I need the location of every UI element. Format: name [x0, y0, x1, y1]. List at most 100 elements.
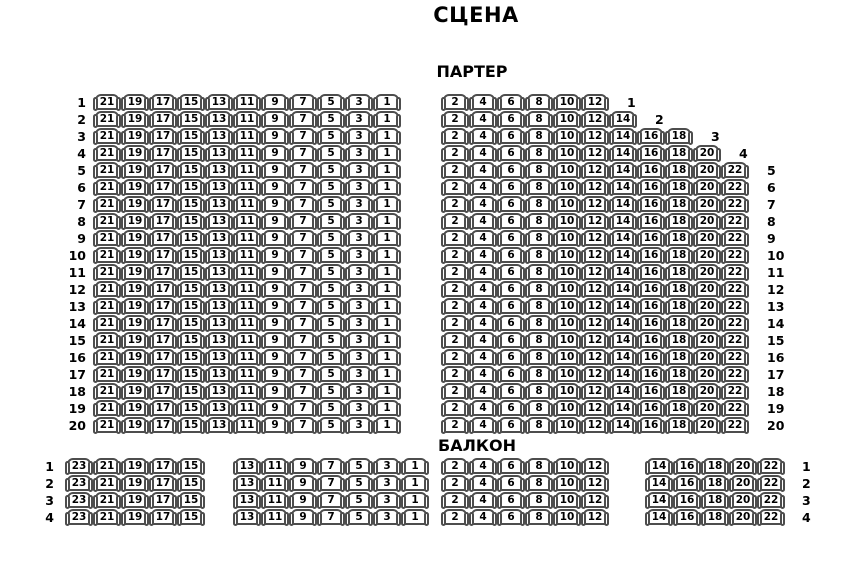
seat[interactable]: 2 — [441, 417, 469, 434]
seat[interactable]: 10 — [553, 264, 581, 281]
seat[interactable]: 8 — [525, 400, 553, 417]
seat[interactable]: 17 — [149, 264, 177, 281]
seat[interactable]: 17 — [149, 145, 177, 162]
seat[interactable]: 17 — [149, 196, 177, 213]
seat[interactable]: 4 — [469, 417, 497, 434]
seat[interactable]: 7 — [289, 179, 317, 196]
seat[interactable]: 21 — [93, 230, 121, 247]
seat[interactable]: 6 — [497, 264, 525, 281]
seat[interactable]: 2 — [441, 111, 469, 128]
seat[interactable]: 10 — [553, 366, 581, 383]
seat[interactable]: 4 — [469, 400, 497, 417]
seat[interactable]: 1 — [373, 366, 401, 383]
seat[interactable]: 17 — [149, 94, 177, 111]
seat[interactable]: 16 — [637, 128, 665, 145]
seat[interactable]: 17 — [149, 383, 177, 400]
seat[interactable]: 5 — [317, 417, 345, 434]
seat[interactable]: 19 — [121, 315, 149, 332]
seat[interactable]: 23 — [65, 458, 93, 475]
seat[interactable]: 10 — [553, 145, 581, 162]
seat[interactable]: 5 — [317, 400, 345, 417]
seat[interactable]: 1 — [401, 458, 429, 475]
seat[interactable]: 13 — [205, 247, 233, 264]
seat[interactable]: 12 — [581, 145, 609, 162]
seat[interactable]: 13 — [205, 298, 233, 315]
seat[interactable]: 4 — [469, 264, 497, 281]
seat[interactable]: 3 — [373, 475, 401, 492]
seat[interactable]: 2 — [441, 128, 469, 145]
seat[interactable]: 13 — [205, 281, 233, 298]
seat[interactable]: 5 — [317, 349, 345, 366]
seat[interactable]: 2 — [441, 264, 469, 281]
seat[interactable]: 16 — [673, 458, 701, 475]
seat[interactable]: 21 — [93, 315, 121, 332]
seat[interactable]: 22 — [721, 332, 749, 349]
seat[interactable]: 4 — [469, 111, 497, 128]
seat[interactable]: 10 — [553, 417, 581, 434]
seat[interactable]: 1 — [373, 196, 401, 213]
seat[interactable]: 8 — [525, 315, 553, 332]
seat[interactable]: 15 — [177, 417, 205, 434]
seat[interactable]: 4 — [469, 458, 497, 475]
seat[interactable]: 17 — [149, 179, 177, 196]
seat[interactable]: 4 — [469, 475, 497, 492]
seat[interactable]: 8 — [525, 162, 553, 179]
seat[interactable]: 12 — [581, 458, 609, 475]
seat[interactable]: 2 — [441, 230, 469, 247]
seat[interactable]: 3 — [345, 332, 373, 349]
seat[interactable]: 17 — [149, 366, 177, 383]
seat[interactable]: 9 — [289, 509, 317, 526]
seat[interactable]: 10 — [553, 332, 581, 349]
seat[interactable]: 5 — [345, 492, 373, 509]
seat[interactable]: 4 — [469, 213, 497, 230]
seat[interactable]: 4 — [469, 383, 497, 400]
seat[interactable]: 7 — [289, 196, 317, 213]
seat[interactable]: 18 — [665, 281, 693, 298]
seat[interactable]: 15 — [177, 196, 205, 213]
seat[interactable]: 21 — [93, 366, 121, 383]
seat[interactable]: 6 — [497, 298, 525, 315]
seat[interactable]: 18 — [701, 475, 729, 492]
seat[interactable]: 20 — [693, 383, 721, 400]
seat[interactable]: 20 — [693, 145, 721, 162]
seat[interactable]: 18 — [665, 179, 693, 196]
seat[interactable]: 4 — [469, 509, 497, 526]
seat[interactable]: 20 — [693, 366, 721, 383]
seat[interactable]: 2 — [441, 196, 469, 213]
seat[interactable]: 8 — [525, 492, 553, 509]
seat[interactable]: 3 — [345, 400, 373, 417]
seat[interactable]: 8 — [525, 247, 553, 264]
seat[interactable]: 19 — [121, 349, 149, 366]
seat[interactable]: 6 — [497, 349, 525, 366]
seat[interactable]: 1 — [373, 162, 401, 179]
seat[interactable]: 22 — [721, 213, 749, 230]
seat[interactable]: 1 — [373, 230, 401, 247]
seat[interactable]: 13 — [205, 417, 233, 434]
seat[interactable]: 1 — [373, 315, 401, 332]
seat[interactable]: 20 — [729, 458, 757, 475]
seat[interactable]: 1 — [373, 179, 401, 196]
seat[interactable]: 18 — [665, 298, 693, 315]
seat[interactable]: 4 — [469, 162, 497, 179]
seat[interactable]: 14 — [609, 179, 637, 196]
seat[interactable]: 7 — [289, 332, 317, 349]
seat[interactable]: 11 — [233, 196, 261, 213]
seat[interactable]: 9 — [261, 94, 289, 111]
seat[interactable]: 10 — [553, 475, 581, 492]
seat[interactable]: 18 — [665, 417, 693, 434]
seat[interactable]: 12 — [581, 281, 609, 298]
seat[interactable]: 17 — [149, 247, 177, 264]
seat[interactable]: 15 — [177, 230, 205, 247]
seat[interactable]: 13 — [233, 475, 261, 492]
seat[interactable]: 8 — [525, 509, 553, 526]
seat[interactable]: 2 — [441, 349, 469, 366]
seat[interactable]: 13 — [205, 94, 233, 111]
seat[interactable]: 7 — [289, 417, 317, 434]
seat[interactable]: 11 — [233, 383, 261, 400]
seat[interactable]: 7 — [289, 298, 317, 315]
seat[interactable]: 7 — [317, 475, 345, 492]
seat[interactable]: 2 — [441, 247, 469, 264]
seat[interactable]: 18 — [665, 400, 693, 417]
seat[interactable]: 9 — [289, 475, 317, 492]
seat[interactable]: 21 — [93, 213, 121, 230]
